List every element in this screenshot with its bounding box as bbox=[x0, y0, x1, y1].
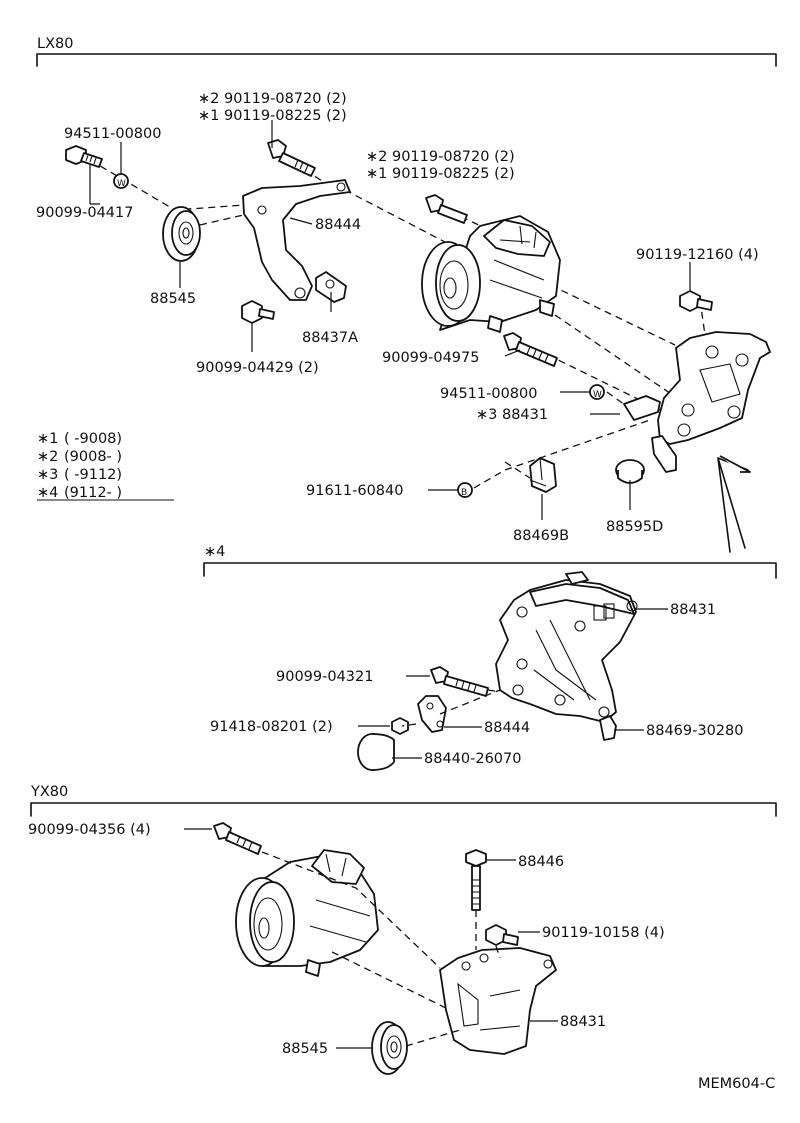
assembly-line bbox=[495, 945, 501, 959]
legend-mark: ∗1 bbox=[37, 431, 58, 447]
bolt-90119-12160 bbox=[679, 290, 713, 312]
assembly-line bbox=[554, 314, 681, 401]
bracket-88444 bbox=[242, 179, 351, 301]
bracket-88444-star4 bbox=[417, 695, 447, 733]
part-label: 91418-08201 (2) bbox=[210, 719, 333, 735]
leader-line bbox=[89, 165, 100, 205]
cap-88440-26070 bbox=[357, 733, 395, 771]
cushion-88595d bbox=[615, 459, 645, 484]
bolt-88446 bbox=[465, 849, 487, 911]
legend-range: (9112- ) bbox=[64, 485, 122, 501]
part-label: 88431 bbox=[670, 602, 716, 618]
legend-range: (9008- ) bbox=[64, 449, 122, 465]
compressor-lx80 bbox=[421, 215, 561, 333]
part-label: 91611-60840 bbox=[306, 483, 404, 499]
section-title-yx80: YX80 bbox=[30, 784, 68, 800]
part-label: 88444 bbox=[315, 217, 361, 233]
part-label: 90119-12160 (4) bbox=[636, 247, 759, 263]
part-label: ∗2 90119-08720 (2) bbox=[198, 91, 347, 107]
bolt-90099-04321 bbox=[430, 666, 489, 697]
svg-text:W: W bbox=[117, 179, 126, 189]
part-label: 88437A bbox=[302, 330, 358, 346]
bolt-90099-04356 bbox=[213, 822, 262, 855]
section-title-lx80: LX80 bbox=[37, 36, 73, 52]
bolt-90099-04429 bbox=[241, 300, 275, 324]
part-label: 88595D bbox=[606, 519, 663, 535]
bracket-88431-yx80 bbox=[439, 947, 557, 1055]
compressor-yx80 bbox=[235, 849, 379, 977]
assembly-line bbox=[606, 391, 626, 406]
legend-range: ( -9008) bbox=[64, 431, 122, 447]
section-title-star4: ∗4 bbox=[204, 544, 225, 560]
bolt-91418-08201 bbox=[391, 717, 409, 735]
diagram-code: MEM604-C bbox=[698, 1076, 775, 1092]
svg-text:W: W bbox=[593, 390, 602, 400]
section-bracket-lx80 bbox=[36, 53, 777, 67]
part-label: 88469B bbox=[513, 528, 569, 544]
spacer-88437a bbox=[315, 271, 347, 303]
assembly-line bbox=[539, 279, 676, 346]
part-label: 90099-04356 (4) bbox=[28, 822, 151, 838]
assembly-line bbox=[401, 723, 417, 727]
nut-91611-60840: B bbox=[457, 482, 473, 498]
part-label: 90099-04975 bbox=[382, 350, 480, 366]
part-label: 88440-26070 bbox=[424, 751, 522, 767]
bolt-90119-08720-right bbox=[425, 194, 468, 224]
assembly-line bbox=[331, 951, 451, 1011]
leader-line bbox=[504, 349, 521, 357]
part-label: 90099-04321 bbox=[276, 669, 374, 685]
part-label: 94511-00800 bbox=[440, 386, 538, 402]
section-bracket-star4 bbox=[203, 562, 777, 579]
nut-94511-00800: W bbox=[113, 173, 129, 189]
part-label: 88545 bbox=[150, 291, 196, 307]
part-label: 90119-10158 (4) bbox=[542, 925, 665, 941]
part-label: 88469-30280 bbox=[646, 723, 744, 739]
assembly-line bbox=[504, 461, 531, 479]
legend-range: ( -9112) bbox=[64, 467, 122, 483]
part-label: 88444 bbox=[484, 720, 530, 736]
assembly-line bbox=[439, 689, 501, 715]
bolt-90119-08720-left bbox=[267, 139, 316, 177]
part-label: 88431 bbox=[560, 1014, 606, 1030]
bracket-88431-star4 bbox=[495, 571, 638, 723]
part-label: ∗1 90119-08225 (2) bbox=[366, 166, 515, 182]
svg-text:B: B bbox=[461, 488, 467, 498]
assembly-line bbox=[473, 419, 651, 489]
assembly-line bbox=[487, 689, 501, 693]
legend-mark: ∗4 bbox=[37, 485, 58, 501]
part-label: ∗3 88431 bbox=[476, 407, 548, 423]
bracket-88431-lx80 bbox=[623, 331, 771, 473]
legend-mark: ∗2 bbox=[37, 449, 58, 465]
idler-pulley-88545-yx80 bbox=[371, 1021, 408, 1075]
part-label: ∗1 90119-08225 (2) bbox=[198, 108, 347, 124]
assembly-line bbox=[405, 1029, 461, 1047]
part-label: 94511-00800 bbox=[64, 126, 162, 142]
section-bracket-yx80 bbox=[30, 802, 777, 817]
clip-88469-30280 bbox=[599, 715, 617, 741]
part-label: 88545 bbox=[282, 1041, 328, 1057]
date-legend: ∗1 ( -9008) ∗2 (9008- ) ∗3 ( -9112) ∗4 (… bbox=[37, 431, 174, 501]
part-label: 90099-04417 bbox=[36, 205, 134, 221]
idler-pulley-88545 bbox=[162, 206, 201, 262]
nut-94511-00800-right: W bbox=[589, 384, 605, 400]
part-label: 90099-04429 (2) bbox=[196, 360, 319, 376]
detail-arrow bbox=[717, 455, 751, 553]
part-label: ∗2 90119-08720 (2) bbox=[366, 149, 515, 165]
part-label: 88446 bbox=[518, 854, 564, 870]
bolt-90119-10158 bbox=[485, 924, 519, 946]
bolt-90099-04417 bbox=[65, 145, 103, 168]
clip-88469b bbox=[529, 457, 557, 493]
assembly-line bbox=[261, 851, 441, 969]
bolt-90099-04975 bbox=[503, 332, 558, 367]
leader-line bbox=[289, 217, 313, 225]
legend-mark: ∗3 bbox=[37, 467, 58, 483]
